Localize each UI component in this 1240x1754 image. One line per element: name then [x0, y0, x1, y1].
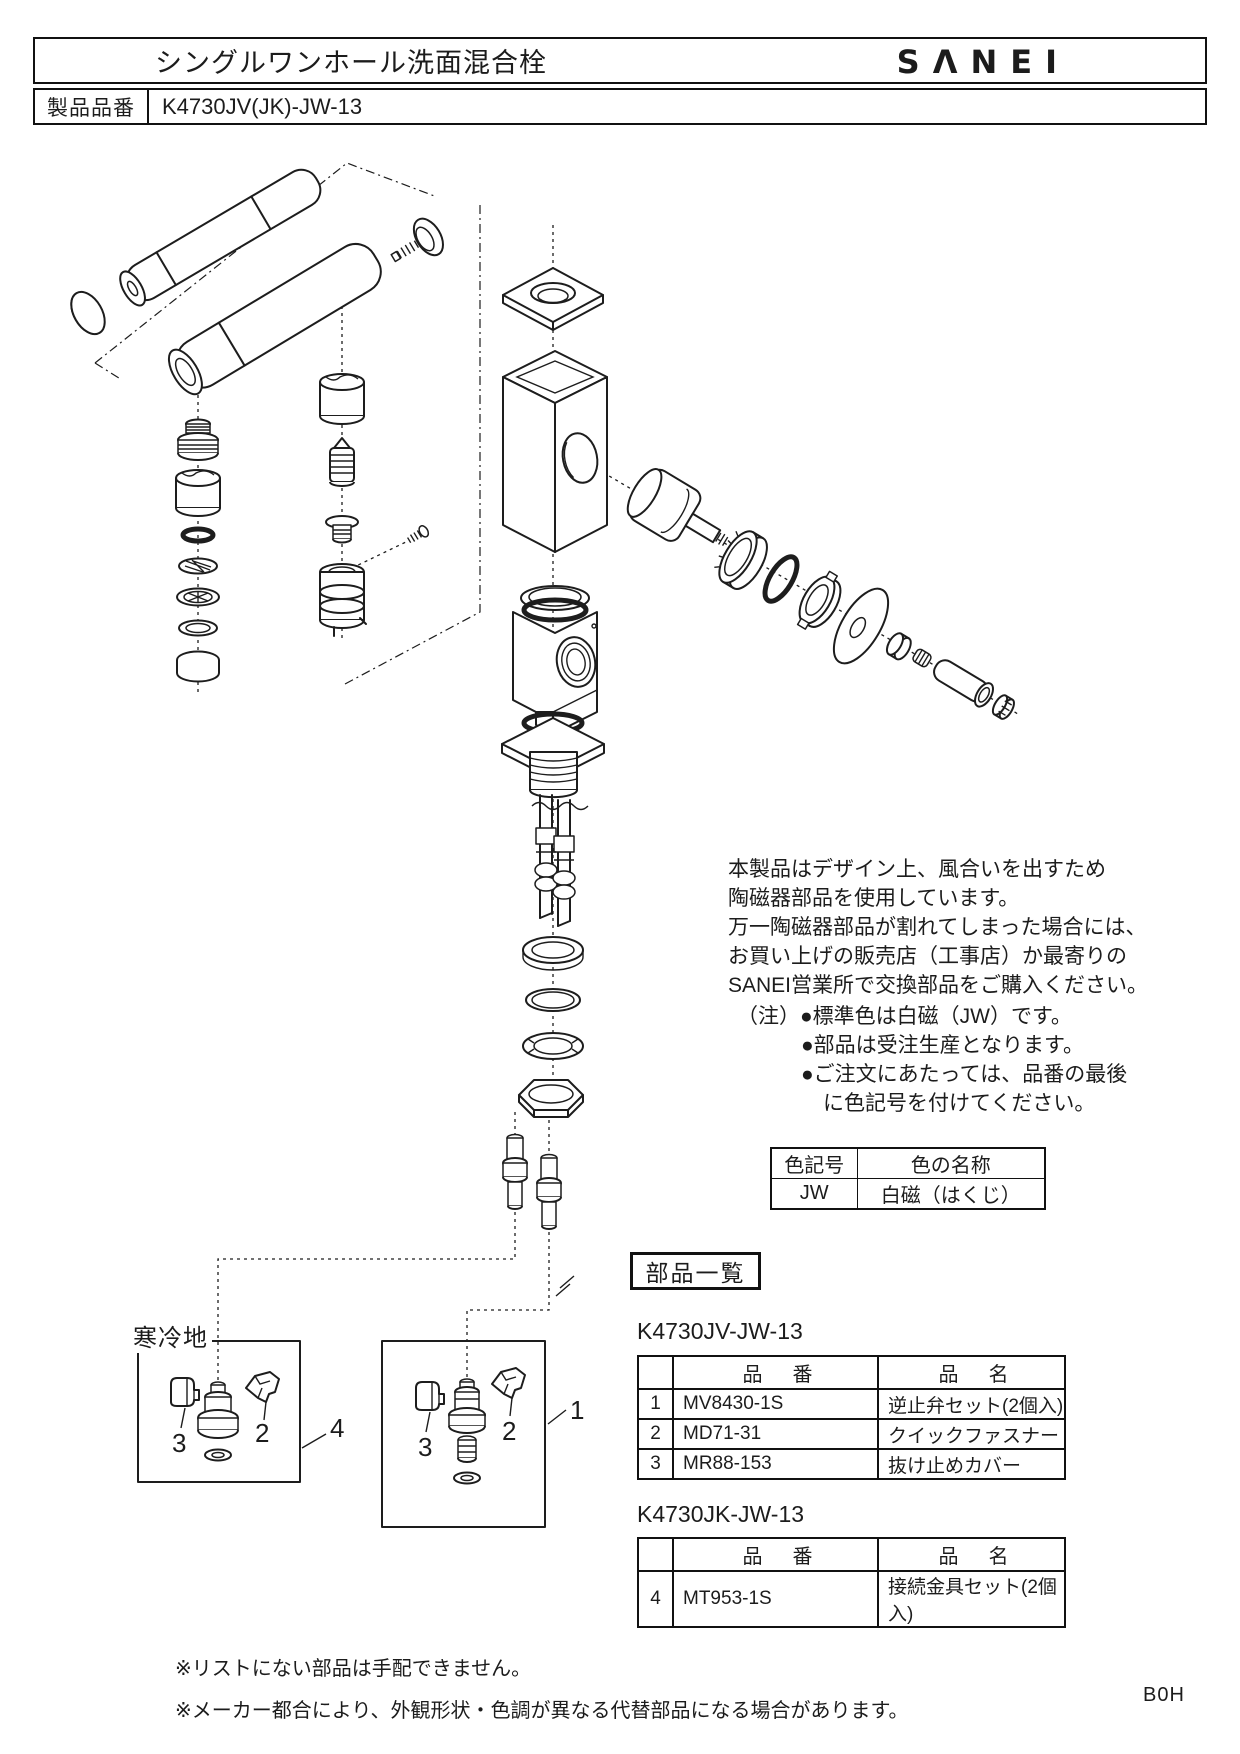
note-line: に色記号を付けてください。 — [823, 1092, 1096, 1115]
part-name: 抜け止めカバー — [877, 1448, 1066, 1480]
color-name-header: 色の名称 — [856, 1147, 1046, 1179]
part-name-header: 品 名 — [877, 1537, 1066, 1572]
parts-table-jv: 品 番 品 名 1 MV8430-1S 逆止弁セット(2個入) 2 MD71-3… — [637, 1355, 1066, 1480]
construction-lines — [94, 162, 481, 685]
callout-1: 1 — [570, 1395, 585, 1425]
notice-line: お買い上げの販売店（工事店）か最寄りの — [728, 945, 1127, 968]
part-name: 逆止弁セット(2個入) — [877, 1388, 1066, 1420]
lever-end-cap — [991, 694, 1015, 720]
product-number-value: K4730JV(JK)-JW-13 — [162, 93, 363, 119]
table-row: 1 MV8430-1S 逆止弁セット(2個入) — [637, 1388, 1066, 1420]
notice-line: 本製品はデザイン上、風合いを出すため — [728, 858, 1106, 881]
ceramic-notice: 本製品はデザイン上、風合いを出すため 陶磁器部品を使用しています。 万一陶磁器部… — [728, 855, 1148, 1000]
parts-list-title: 部品一覧 — [630, 1252, 761, 1290]
table-row: 2 MD71-31 クイックファスナー — [637, 1418, 1066, 1450]
callout-4: 4 — [330, 1413, 345, 1443]
spout-cap — [70, 290, 106, 336]
cold-region-label: 寒冷地 — [133, 1318, 212, 1353]
hose-end-fittings — [502, 1112, 575, 1297]
handle-lever — [933, 659, 994, 708]
table-header-row: 品 番 品 名 — [637, 1537, 1066, 1572]
part-index: 4 — [637, 1570, 674, 1628]
part-index: 1 — [637, 1388, 674, 1420]
screw-leader — [351, 540, 409, 569]
part-no: MR88-153 — [672, 1448, 879, 1480]
lock-nut — [518, 1079, 584, 1118]
notice-line: SANEI営業所で交換部品をご購入ください。 — [728, 974, 1149, 997]
title-bar: シングルワンホール洗面混合栓 SΛNEI — [33, 37, 1207, 84]
callout-2: 2 — [255, 1418, 270, 1448]
model-label-jk: K4730JK-JW-13 — [637, 1501, 805, 1527]
cartridge-nut — [714, 530, 768, 590]
supply-hoses — [531, 794, 589, 927]
set-screw-washer — [390, 217, 444, 263]
handle-screw — [912, 648, 932, 668]
part-name-header: 品 名 — [877, 1355, 1066, 1390]
parts-table-jk: 品 番 品 名 4 MT953-1S 接続金具セット(2個入) — [637, 1537, 1066, 1628]
cold-region-box — [137, 1340, 327, 1483]
base-flange — [501, 711, 605, 780]
spout-pipe-lower — [167, 242, 382, 396]
callout-2: 2 — [502, 1416, 517, 1446]
cartridge-screw — [406, 525, 430, 544]
note-prefix: （注） — [737, 1005, 800, 1028]
part-name: クイックファスナー — [877, 1418, 1066, 1450]
threaded-shank — [529, 751, 578, 799]
top-plate — [502, 267, 604, 331]
notice-line: 万一陶磁器部品が割れてしまった場合には、 — [728, 916, 1147, 939]
doc-code: B0H — [1143, 1684, 1185, 1706]
aerator-stack — [175, 418, 221, 683]
mounting-washers — [522, 936, 584, 1060]
cartridge-stack — [319, 373, 367, 637]
sanei-logo: SΛNEI — [896, 43, 1070, 81]
part-no-header: 品 番 — [672, 1537, 879, 1572]
spacer-cylinder — [885, 632, 912, 661]
option-leaders — [217, 1212, 550, 1388]
order-notes: （注）●標準色は白磁（JW）です。 ●部品は受注生産となります。 ●ご注文にあた… — [737, 1002, 1127, 1118]
color-name-value: 白磁（はくじ） — [856, 1178, 1046, 1210]
table-row: 4 MT953-1S 接続金具セット(2個入) — [637, 1570, 1066, 1628]
model-label-jv: K4730JV-JW-13 — [637, 1318, 803, 1344]
page-title: シングルワンホール洗面混合栓 — [155, 48, 547, 78]
part-no-header: 品 番 — [672, 1355, 879, 1390]
part-no: MD71-31 — [672, 1418, 879, 1450]
callout-3: 3 — [418, 1432, 433, 1462]
square-column — [502, 350, 608, 553]
note-line: ●部品は受注生産となります。 — [801, 1034, 1084, 1057]
spout-pipe-upper — [119, 168, 322, 307]
faucet-body — [512, 585, 598, 735]
part-no: MV8430-1S — [672, 1388, 879, 1420]
color-code-table: 色記号 色の名称 JW 白磁（はくじ） — [770, 1147, 1046, 1210]
table-header-row: 品 番 品 名 — [637, 1355, 1066, 1390]
table-row: JW 白磁（はくじ） — [770, 1178, 1046, 1210]
note-line: （注）●標準色は白磁（JW）です。 — [737, 1005, 1072, 1028]
product-number-label: 製品品番 — [35, 90, 149, 123]
handle-cartridge — [626, 468, 729, 546]
notched-cap — [796, 570, 842, 630]
handle-disc — [832, 587, 890, 665]
footer-note: ※リストにない部品は手配できません。 — [175, 1658, 532, 1680]
notice-line: 陶磁器部品を使用しています。 — [728, 887, 1020, 910]
part-name: 接続金具セット(2個入) — [877, 1570, 1066, 1628]
table-row: 3 MR88-153 抜け止めカバー — [637, 1448, 1066, 1480]
color-code-header: 色記号 — [770, 1147, 858, 1179]
standard-box — [381, 1340, 567, 1528]
callout-3: 3 — [172, 1428, 187, 1458]
o-ring — [762, 554, 800, 604]
part-no: MT953-1S — [672, 1570, 879, 1628]
footer-note: ※メーカー都合により、外観形状・色調が異なる代替部品になる場合があります。 — [175, 1700, 909, 1722]
part-index: 3 — [637, 1448, 674, 1480]
note-line: ●ご注文にあたっては、品番の最後 — [801, 1063, 1128, 1086]
part-index: 2 — [637, 1418, 674, 1450]
color-code-value: JW — [770, 1178, 858, 1210]
product-number-bar: 製品品番 K4730JV(JK)-JW-13 — [33, 88, 1207, 125]
